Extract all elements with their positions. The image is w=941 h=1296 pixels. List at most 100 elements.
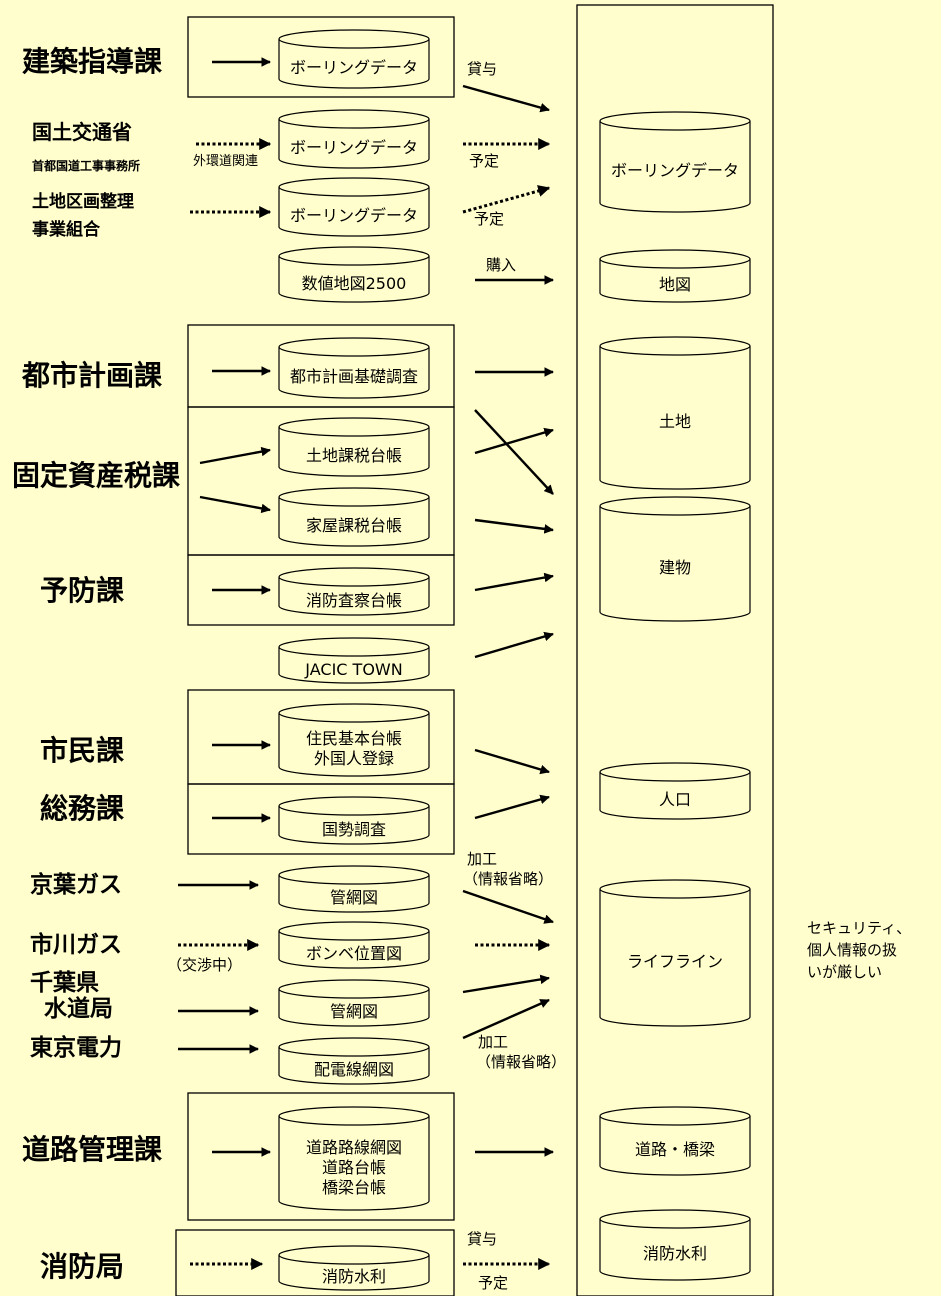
cyl-tochikazei [278,417,430,477]
label-kako1-1: 加工 [467,850,498,868]
source-doro: 道路管理課 [22,1133,163,1166]
cyl-suchi-label: 数値地図2500 [279,265,429,302]
cyl-boring3-label: ボーリングデータ [279,196,429,236]
source-chiba-2: 水道局 [44,996,113,1022]
cyl-t-jinko-label: 人口 [600,781,750,819]
arrow-r-kanmo2 [462,974,550,994]
arrow-r-kokusei [474,794,550,820]
cylinder-text-line: 数値地図2500 [301,273,407,293]
cyl-t-jinko [599,762,751,820]
cylinder-text-line: ボーリングデータ [610,161,739,180]
cylinder-text-line: 家屋課税台帳 [305,516,402,535]
label-taiyo1: 貸与 [467,60,498,78]
cyl-haiden [278,1037,430,1085]
arrow-kotei-1 [199,446,271,465]
source-tochiku-1: 土地区画整理 [32,192,134,212]
cyl-boring1-label: ボーリングデータ [279,48,429,88]
cyl-doro-data-label: 道路路線網図道路台帳橋梁台帳 [279,1125,429,1210]
cyl-boring2-label: ボーリングデータ [279,128,429,168]
arrow-r-boring1 [462,84,550,113]
box-somu [187,783,455,855]
label-gaikan: 外環道関連 [193,154,259,169]
arrow-r-jacic [474,631,554,659]
cyl-kanmo2 [278,979,430,1027]
box-central [576,4,774,1296]
source-somu: 総務課 [40,792,125,825]
cyl-shobosatsu-label: 消防査察台帳 [279,586,429,615]
arrow-r-cross-1 [474,409,554,495]
cyl-t-boring-label: ボーリングデータ [600,130,750,212]
cyl-haiden-label: 配電線網図 [279,1056,429,1084]
cyl-t-chizu-label: 地図 [600,268,750,302]
cyl-kaokukazei-label: 家屋課税台帳 [279,506,429,546]
cyl-bombe-label: ボンベ位置図 [279,940,429,968]
source-toshi: 都市計画課 [22,359,163,392]
source-kotei: 固定資産税課 [12,459,181,492]
cyl-boring1 [278,29,430,89]
source-shobo: 消防局 [40,1250,125,1283]
box-kenchiku [187,16,455,98]
cyl-t-suiri [599,1209,751,1281]
note-line3: いが厳しい [807,963,883,981]
cylinder-text-line: 道路台帳 [321,1157,386,1177]
cyl-kanmo1 [278,865,430,913]
cylinder-text-line: 道路・橋梁 [634,1140,715,1159]
source-chiba-1: 千葉県 [30,970,99,996]
cylinder-text-line: ボーリングデータ [289,58,418,77]
label-yotei3: 予定 [478,1274,509,1292]
cyl-kaokukazei [278,487,430,547]
cyl-t-tochi-label: 土地 [600,355,750,489]
cyl-t-doro [599,1106,751,1176]
arrow-r-kaoku [474,518,554,534]
cyl-kanmo2-label: 管網図 [279,998,429,1026]
cyl-kokusei [278,796,430,845]
arrow-r-yobo [474,572,554,592]
label-yotei2: 予定 [474,210,505,228]
cyl-toshikiso-label: 都市計画基礎調査 [279,356,429,398]
cyl-boring2 [278,109,430,169]
arrow-kotei-2 [199,495,271,514]
note-line1: セキュリティ、 [807,919,912,937]
arrow-r-boring3 [462,185,551,214]
label-konyu: 購入 [486,256,517,274]
source-tochiku-2: 事業組合 [32,220,100,240]
cyl-t-suiri-label: 消防水利 [600,1228,750,1280]
cyl-doro-data [278,1106,430,1211]
cylinder-text-line: 都市計画基礎調査 [289,367,418,386]
cyl-t-lifeline [599,879,751,1027]
cylinder-text-line: 消防水利 [642,1244,707,1263]
source-kokudo: 国土交通省 [32,120,132,144]
cylinder-text-line: ボーリングデータ [289,138,418,157]
cylinder-text-line: 外国人登録 [313,749,394,768]
cyl-jacic-label: JACIC TOWN [279,656,429,683]
cylinder-text-line: 人口 [658,790,691,809]
arrow-r-haiden [462,998,550,1040]
cylinders [278,29,751,1291]
cylinder-text-line: 国勢調査 [321,819,386,839]
cylinder-text-line: 消防査察台帳 [305,590,402,610]
box-yobo [187,554,455,626]
arrows [178,57,554,1270]
cyl-jumin [278,703,430,777]
cyl-shobosatsu [278,567,430,616]
cylinder-text-line: ボンベ位置図 [305,944,402,963]
source-ichikawa: 市川ガス [30,932,122,958]
cyl-t-tatemono [599,496,751,622]
cyl-t-lifeline-label: ライフライン [600,898,750,1026]
label-kako2-1: 加工 [478,1033,509,1051]
cyl-boring3 [278,177,430,237]
cylinder-text-line: 管網図 [329,888,378,907]
cyl-suchi [278,246,430,303]
cyl-suiri-data-label: 消防水利 [279,1264,429,1290]
cylinder-text-line: 消防水利 [321,1267,386,1286]
cylinder-text-line: 道路路線網図 [305,1137,402,1157]
cyl-t-chizu [599,249,751,303]
cyl-bombe [278,921,430,969]
label-kosho: （交渉中） [167,956,243,974]
group-boxes [175,4,774,1296]
cylinder-text-line: 管網図 [329,1002,378,1021]
cylinder-text-line: JACIC TOWN [305,659,403,679]
cylinder-text-line: ボーリングデータ [289,206,418,225]
box-doro [187,1092,455,1221]
